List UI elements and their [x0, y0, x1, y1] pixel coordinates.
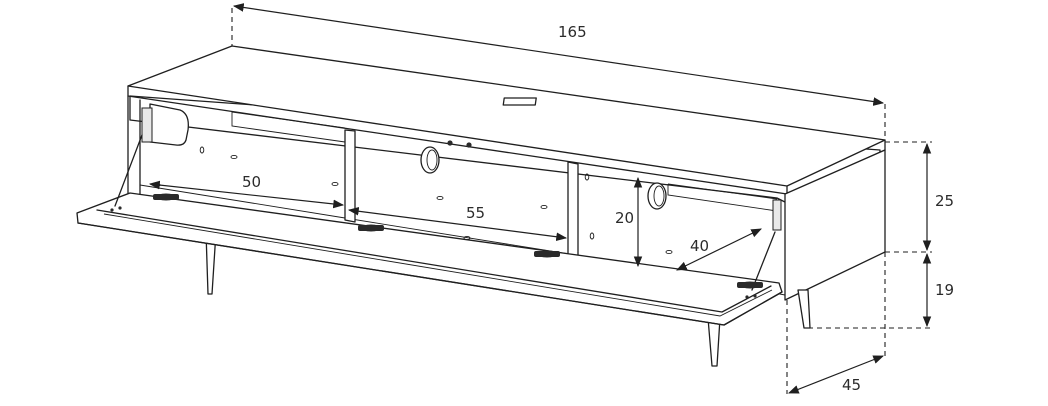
drop-down-flap	[76, 134, 783, 326]
flap-screw-4	[753, 294, 757, 298]
label-overall-width: 165	[558, 23, 587, 41]
cable-hole-right	[647, 182, 667, 210]
dim-right-compartment-arrow	[676, 228, 762, 271]
label-leg-height: 19	[935, 281, 954, 299]
cabinet-top-front-edge	[127, 85, 788, 195]
label-right-compartment-depth: 40	[690, 237, 709, 255]
partition-right	[567, 161, 579, 259]
cable-hole-middle	[420, 146, 440, 174]
partition-left	[344, 129, 356, 223]
right-shelf-edge	[667, 183, 778, 200]
flap-stay-left	[114, 134, 143, 207]
back-connector-1	[447, 140, 453, 146]
dim-left-compartment-arrow	[148, 180, 345, 209]
label-compartment-height: 20	[615, 209, 634, 227]
leg-back-right	[797, 289, 811, 329]
flap-inner-edge-2	[103, 213, 773, 317]
flap-screw-1	[110, 208, 114, 212]
label-left-compartment-width: 50	[242, 173, 261, 191]
left-shelf-edge	[231, 111, 346, 129]
left-hinge-bracket	[149, 103, 189, 146]
flap-screw-3	[745, 295, 749, 299]
cable-hole-right-inner	[653, 185, 665, 207]
label-depth: 45	[842, 376, 861, 394]
back-connector-2	[466, 142, 472, 148]
dimension-labels: 165 25 19 45 50 55 20 40	[242, 23, 954, 394]
leg-front-right	[707, 317, 721, 367]
flap-outer	[76, 192, 783, 326]
right-bracket-block	[772, 199, 782, 231]
flap-screw-2	[118, 206, 122, 210]
dim-middle-compartment-arrow	[347, 206, 568, 242]
flap-bottom-edge	[77, 222, 783, 326]
dimensions	[148, 3, 932, 394]
left-shelf	[231, 112, 346, 143]
flap-stay-right	[751, 231, 776, 291]
label-body-height: 25	[935, 192, 954, 210]
dim-width-arrow	[232, 3, 885, 106]
left-bracket-block	[141, 107, 153, 143]
label-middle-compartment-width: 55	[466, 204, 485, 222]
right-shelf	[667, 184, 778, 212]
cable-hole-middle-inner	[426, 149, 438, 171]
dim-depth-arrow	[787, 355, 885, 394]
